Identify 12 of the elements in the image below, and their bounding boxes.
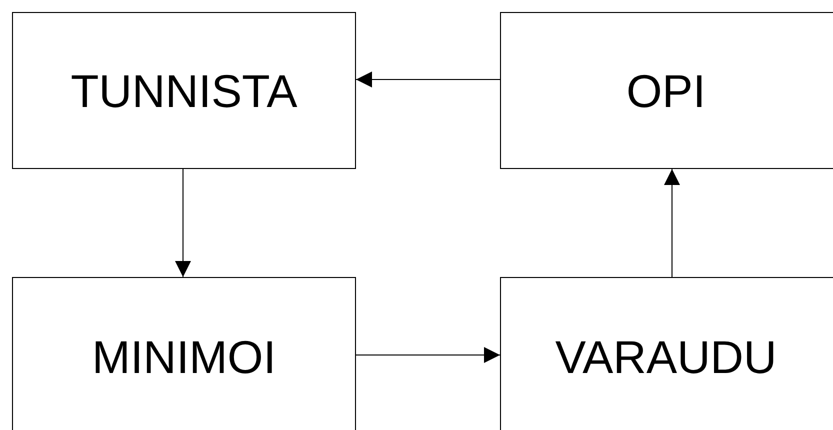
process-box <box>12 12 356 169</box>
box-label: VARAUDU <box>555 330 777 384</box>
box-label: MINIMOI <box>92 330 276 384</box>
arrow <box>664 168 680 278</box>
box-label: TUNNISTA <box>70 64 298 118</box>
arrow <box>175 168 191 278</box>
arrow <box>356 347 500 363</box>
process-box <box>500 277 833 430</box>
arrow <box>356 72 500 88</box>
box-label: OPI <box>626 64 706 118</box>
process-box <box>12 277 356 430</box>
process-box <box>500 12 833 169</box>
